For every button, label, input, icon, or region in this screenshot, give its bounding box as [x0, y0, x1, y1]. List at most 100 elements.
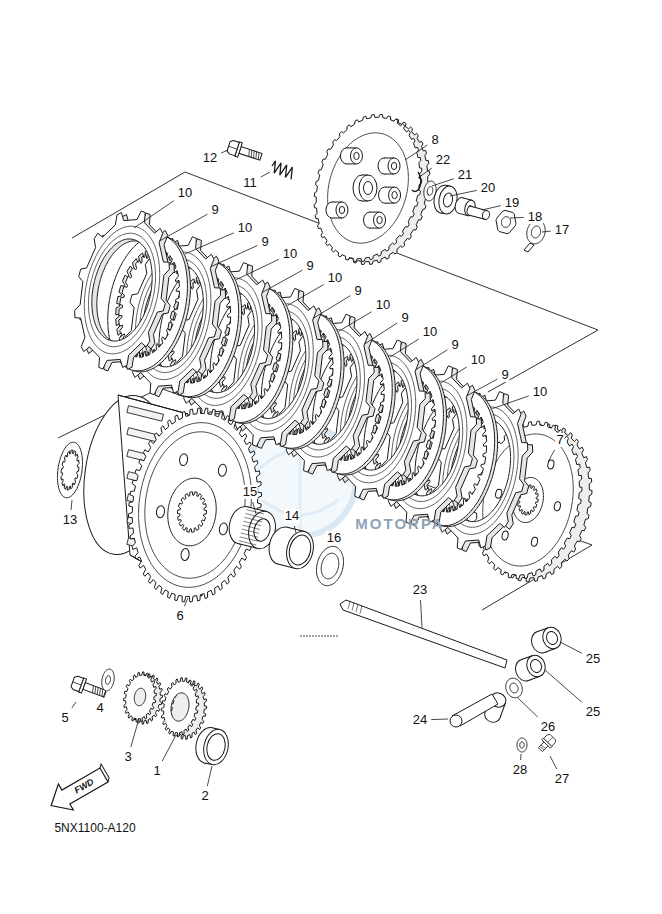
- cylinder-front: [540, 625, 564, 652]
- callout-number: 4: [95, 701, 104, 715]
- bolt-thread: [96, 687, 100, 694]
- leader-line: [550, 756, 557, 769]
- cylinder-bore: [529, 658, 544, 674]
- callout-number: 12: [202, 151, 218, 165]
- arrow-shadow: [98, 764, 110, 782]
- cylinder-front: [283, 528, 317, 571]
- bolt-27: [536, 733, 557, 754]
- callout-number: 21: [457, 168, 473, 182]
- bolt-thread: [254, 152, 258, 159]
- leader-line: [520, 754, 521, 760]
- spring-boss: [378, 158, 400, 174]
- callout-number: 9: [500, 368, 509, 382]
- callout-number: 22: [435, 153, 451, 167]
- needle-roller: [245, 514, 262, 518]
- rod-body: [340, 600, 507, 668]
- bolt-thread: [98, 688, 102, 695]
- boss-hole: [501, 530, 509, 540]
- callout-number: 23: [412, 583, 428, 597]
- arrow-shape: [44, 762, 112, 818]
- cylinder-front: [374, 212, 386, 228]
- diagram-code: 5NX1100-A120: [53, 821, 136, 835]
- needle-roller: [239, 541, 256, 545]
- callout-number: 9: [400, 311, 409, 325]
- leader-line: [510, 217, 524, 219]
- callout-number: 3: [123, 750, 132, 764]
- callout-number: 9: [450, 338, 459, 352]
- bolt-thread: [247, 149, 251, 156]
- basket-rivet: [180, 548, 190, 561]
- leader-line: [253, 502, 256, 514]
- friction-face: [75, 211, 170, 369]
- callout-number: 9: [210, 203, 219, 217]
- cylinder-bore: [354, 152, 359, 159]
- bolt-head-edge: [548, 737, 553, 742]
- leader-line: [162, 735, 176, 761]
- leader-line: [432, 179, 454, 186]
- callout-number: 11: [242, 176, 258, 190]
- rod-thread: [348, 601, 350, 609]
- cylinder-front: [350, 148, 362, 164]
- leader-line: [207, 766, 212, 786]
- needle-roller: [240, 537, 257, 541]
- leader-line: [548, 450, 555, 462]
- bolt-12: [226, 139, 263, 164]
- needle-roller: [241, 533, 258, 537]
- plate-face: [314, 114, 422, 261]
- callout-number: 25: [585, 705, 601, 719]
- washer-28: [517, 738, 527, 752]
- leader-line: [104, 692, 106, 698]
- leader-line: [184, 598, 188, 606]
- leader-line: [313, 296, 350, 319]
- bolt-head: [544, 733, 557, 746]
- callout-number: 10: [422, 325, 438, 339]
- bolt-thread: [250, 150, 254, 157]
- callout-number: 20: [480, 181, 496, 195]
- basket-hub: [168, 478, 216, 546]
- callout-number: 14: [284, 509, 300, 523]
- callout-number: 26: [540, 720, 556, 734]
- needle-roller: [244, 521, 261, 525]
- leader-line: [467, 379, 498, 396]
- clutch-basket: [74, 390, 261, 602]
- cylinder-front: [359, 175, 377, 201]
- oil-seal-26: [506, 678, 523, 698]
- callout-number: 7: [555, 433, 564, 447]
- leader-line: [482, 206, 501, 210]
- spacer-14: [265, 524, 317, 572]
- cylinder-edge: [472, 207, 487, 211]
- leader-line: [339, 312, 372, 332]
- cylinder-bore: [339, 206, 344, 213]
- spring-boss: [379, 187, 401, 203]
- cylinder-front: [388, 158, 400, 174]
- basket-edge: [118, 395, 188, 414]
- friction-pad-edge: [84, 226, 159, 354]
- cylinder-bore: [252, 517, 273, 543]
- thrust-washer-13: [57, 442, 82, 498]
- cylinder-bore: [377, 216, 382, 223]
- needle-roller: [242, 529, 259, 533]
- forward-arrow: [44, 761, 114, 819]
- callout-number: 10: [282, 247, 298, 261]
- gear-face: [124, 672, 157, 722]
- callout-number: 18: [527, 210, 543, 224]
- callout-number: 28: [512, 763, 528, 777]
- leader-line: [492, 396, 528, 409]
- callout-number: 10: [470, 353, 486, 367]
- callout-number: 10: [532, 385, 548, 399]
- cylinder-front: [481, 210, 490, 221]
- dimension-mark: [300, 636, 338, 637]
- leader-line: [364, 323, 397, 344]
- callout-number: 2: [200, 789, 209, 803]
- gear-face: [161, 678, 198, 737]
- cylinder-bore: [545, 630, 560, 646]
- callout-number: 5: [60, 711, 69, 725]
- bolt-thread: [93, 687, 97, 694]
- friction-pad-edge: [88, 233, 155, 346]
- callout-number: 9: [353, 284, 362, 298]
- bearing-2: [193, 725, 232, 767]
- friction-plate: [75, 211, 175, 371]
- leader-line: [390, 339, 419, 357]
- leader-line: [421, 600, 422, 628]
- leader-line: [131, 722, 138, 747]
